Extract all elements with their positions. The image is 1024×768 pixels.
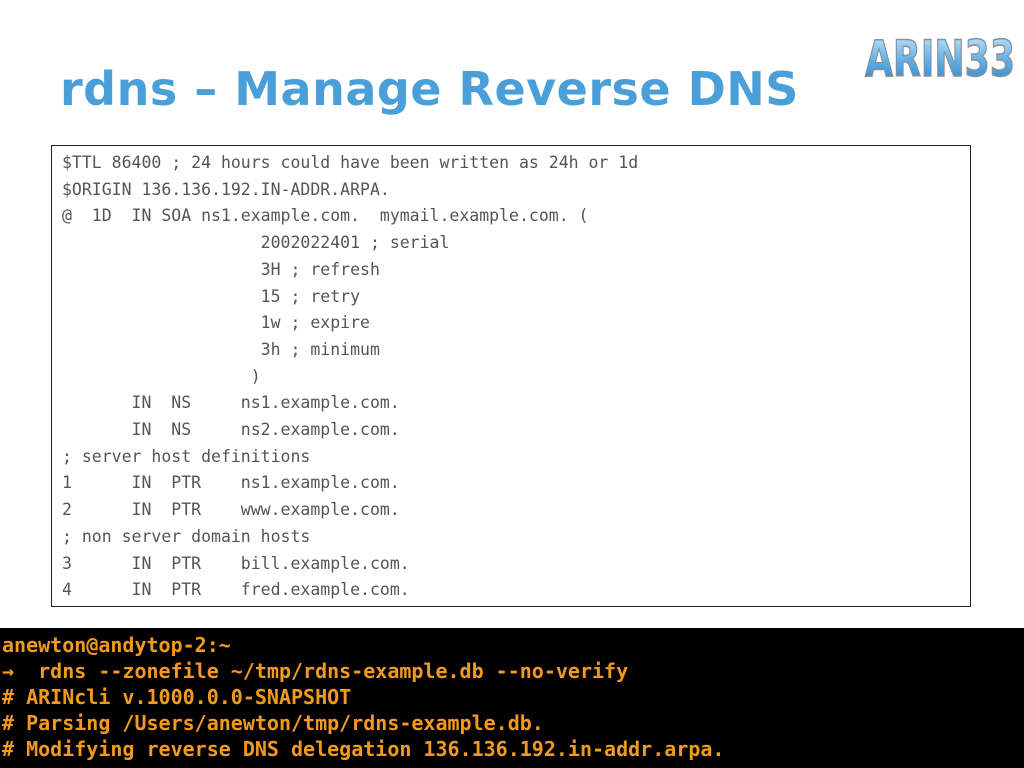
code-line: ; non server domain hosts [62,526,311,546]
code-line: ; server host definitions [62,446,311,466]
code-line: 15 ; retry [62,286,361,306]
code-line: IN NS ns1.example.com. [62,393,400,413]
slide-title: rdns – Manage Reverse DNS [60,62,799,116]
code-line: IN NS ns2.example.com. [62,420,400,440]
terminal-command: → rdns --zonefile ~/tmp/rdns-example.db … [2,659,629,683]
terminal-prompt: anewton@andytop-2:~ [2,633,231,657]
code-line: @ 1D IN SOA ns1.example.com. mymail.exam… [62,206,589,226]
zone-file-code-box: $TTL 86400 ; 24 hours could have been wr… [51,145,971,607]
terminal-window[interactable]: anewton@andytop-2:~ → rdns --zonefile ~/… [0,628,1024,768]
code-line: ) [62,366,261,386]
code-line: $TTL 86400 ; 24 hours could have been wr… [62,153,639,172]
code-line: 1 IN PTR ns1.example.com. [62,473,400,493]
code-line: 3H ; refresh [62,259,380,279]
terminal-output-line: # Modifying reverse DNS delegation 136.1… [2,737,725,761]
code-line: 3 IN PTR bill.example.com. [62,553,410,573]
code-line: 4 IN PTR fred.example.com. [62,580,410,600]
code-line: 2 IN PTR www.example.com. [62,500,400,520]
code-line: 2002022401 ; serial [62,233,450,253]
zone-file-code: $TTL 86400 ; 24 hours could have been wr… [52,146,970,608]
code-line: 1w ; expire [62,313,370,333]
code-line: 3h ; minimum [62,339,380,359]
code-line: $ORIGIN 136.136.192.IN-ADDR.ARPA. [62,179,390,199]
terminal-output-line: # ARINcli v.1000.0.0-SNAPSHOT [2,685,352,709]
arin33-logo: ARIN33 [864,29,1016,89]
logo-text: ARIN33 [865,30,1015,88]
terminal-output-line: # Parsing /Users/anewton/tmp/rdns-exampl… [2,711,544,735]
